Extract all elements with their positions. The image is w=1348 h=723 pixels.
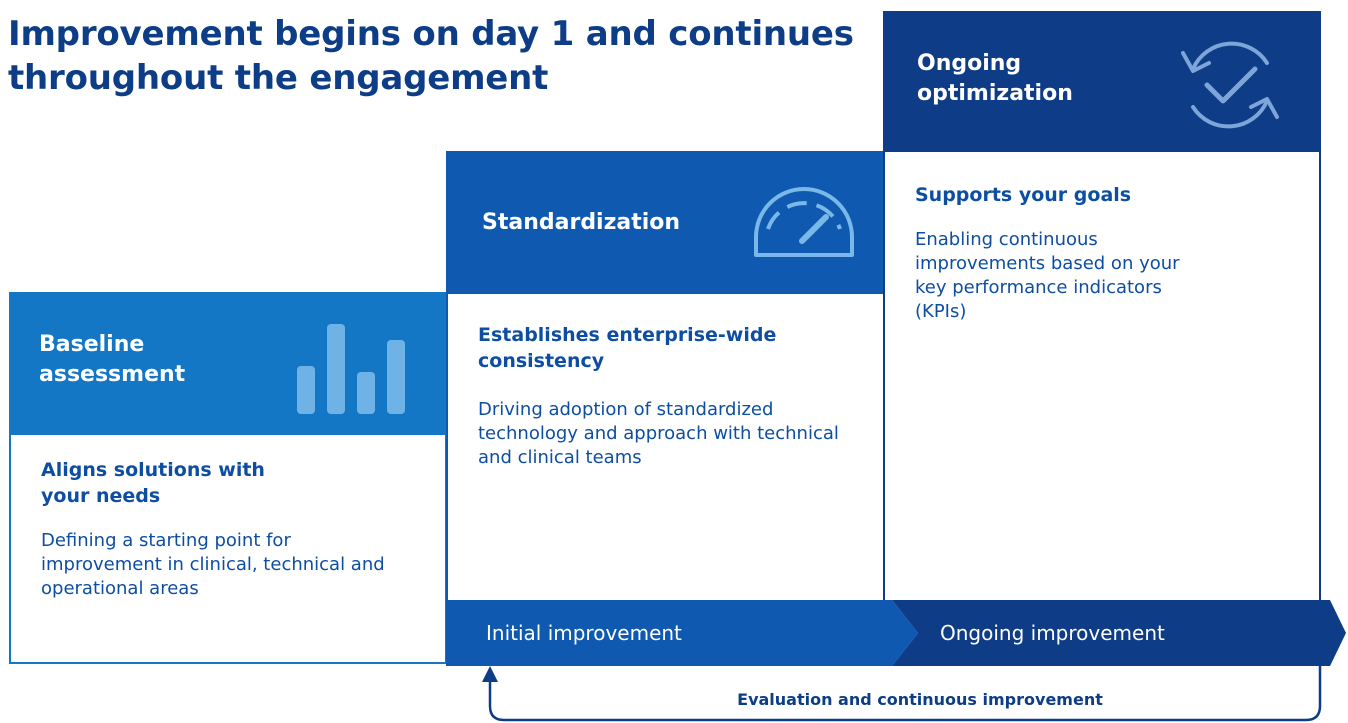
stage-baseline-assessment: Baseline assessment Aligns solutions wit… — [9, 292, 447, 664]
feedback-loop-label: Evaluation and continuous improvement — [737, 690, 1103, 709]
bar-chart-icon — [297, 324, 405, 414]
phase-initial-shape — [446, 600, 918, 666]
speedometer-icon-needle — [799, 214, 829, 244]
stage-body: Establishes enterprise-wide consistency … — [446, 294, 886, 601]
refresh-check-icon-arrow-top — [1181, 51, 1211, 73]
phase-initial-label: Initial improvement — [486, 621, 682, 645]
feedback-loop-arrowhead — [482, 666, 498, 682]
stage-header: Standardization — [446, 151, 886, 294]
refresh-check-icon — [1181, 41, 1279, 129]
stage-header: Ongoing optimization — [883, 11, 1321, 152]
refresh-check-icon-arrow-bottom — [1249, 97, 1279, 119]
stage-heading: Baseline assessment — [39, 332, 186, 387]
phase-ongoing-label: Ongoing improvement — [940, 621, 1165, 645]
stage-body: Aligns solutions with your needs Definin… — [9, 435, 447, 664]
stage-subheading: Establishes enterprise-wide consistency — [478, 324, 777, 372]
speedometer-icon-scale — [766, 201, 842, 230]
stage-heading: Ongoing optimization — [917, 51, 1073, 106]
page-title: Improvement begins on day 1 and continue… — [8, 14, 854, 98]
speedometer-icon-dial — [754, 187, 854, 257]
speedometer-icon — [754, 187, 854, 257]
stage-standardization: Standardization Establishes enterprise-w… — [446, 151, 886, 601]
stage-description: Driving adoption of standardized technol… — [478, 399, 839, 468]
stage-ongoing-optimization: Ongoing optimization Supports your goals… — [883, 11, 1321, 601]
bar-chart-icon-bar-3 — [357, 372, 375, 414]
stage-body: Supports your goals Enabling continuous … — [883, 152, 1321, 601]
phase-ongoing-shape — [892, 600, 1346, 666]
feedback-loop-arrow — [482, 662, 1322, 722]
stage-subheading: Aligns solutions with your needs — [41, 459, 265, 507]
bar-chart-icon-bar-1 — [297, 366, 315, 414]
refresh-check-icon-check — [1204, 66, 1258, 104]
stage-heading: Standardization — [482, 210, 681, 235]
refresh-check-icon-arc-top — [1191, 41, 1269, 71]
feedback-loop-line — [488, 662, 1322, 722]
stage-description: Defining a starting point for improvemen… — [41, 530, 385, 599]
stage-description: Enabling continuous improvements based o… — [915, 229, 1180, 322]
phase-arrow — [446, 600, 1346, 666]
stage-subheading: Supports your goals — [915, 184, 1132, 206]
refresh-check-icon-arc-bottom — [1191, 99, 1269, 129]
bar-chart-icon-bar-4 — [387, 340, 405, 414]
bar-chart-icon-bar-2 — [327, 324, 345, 414]
stage-header: Baseline assessment — [9, 292, 447, 435]
